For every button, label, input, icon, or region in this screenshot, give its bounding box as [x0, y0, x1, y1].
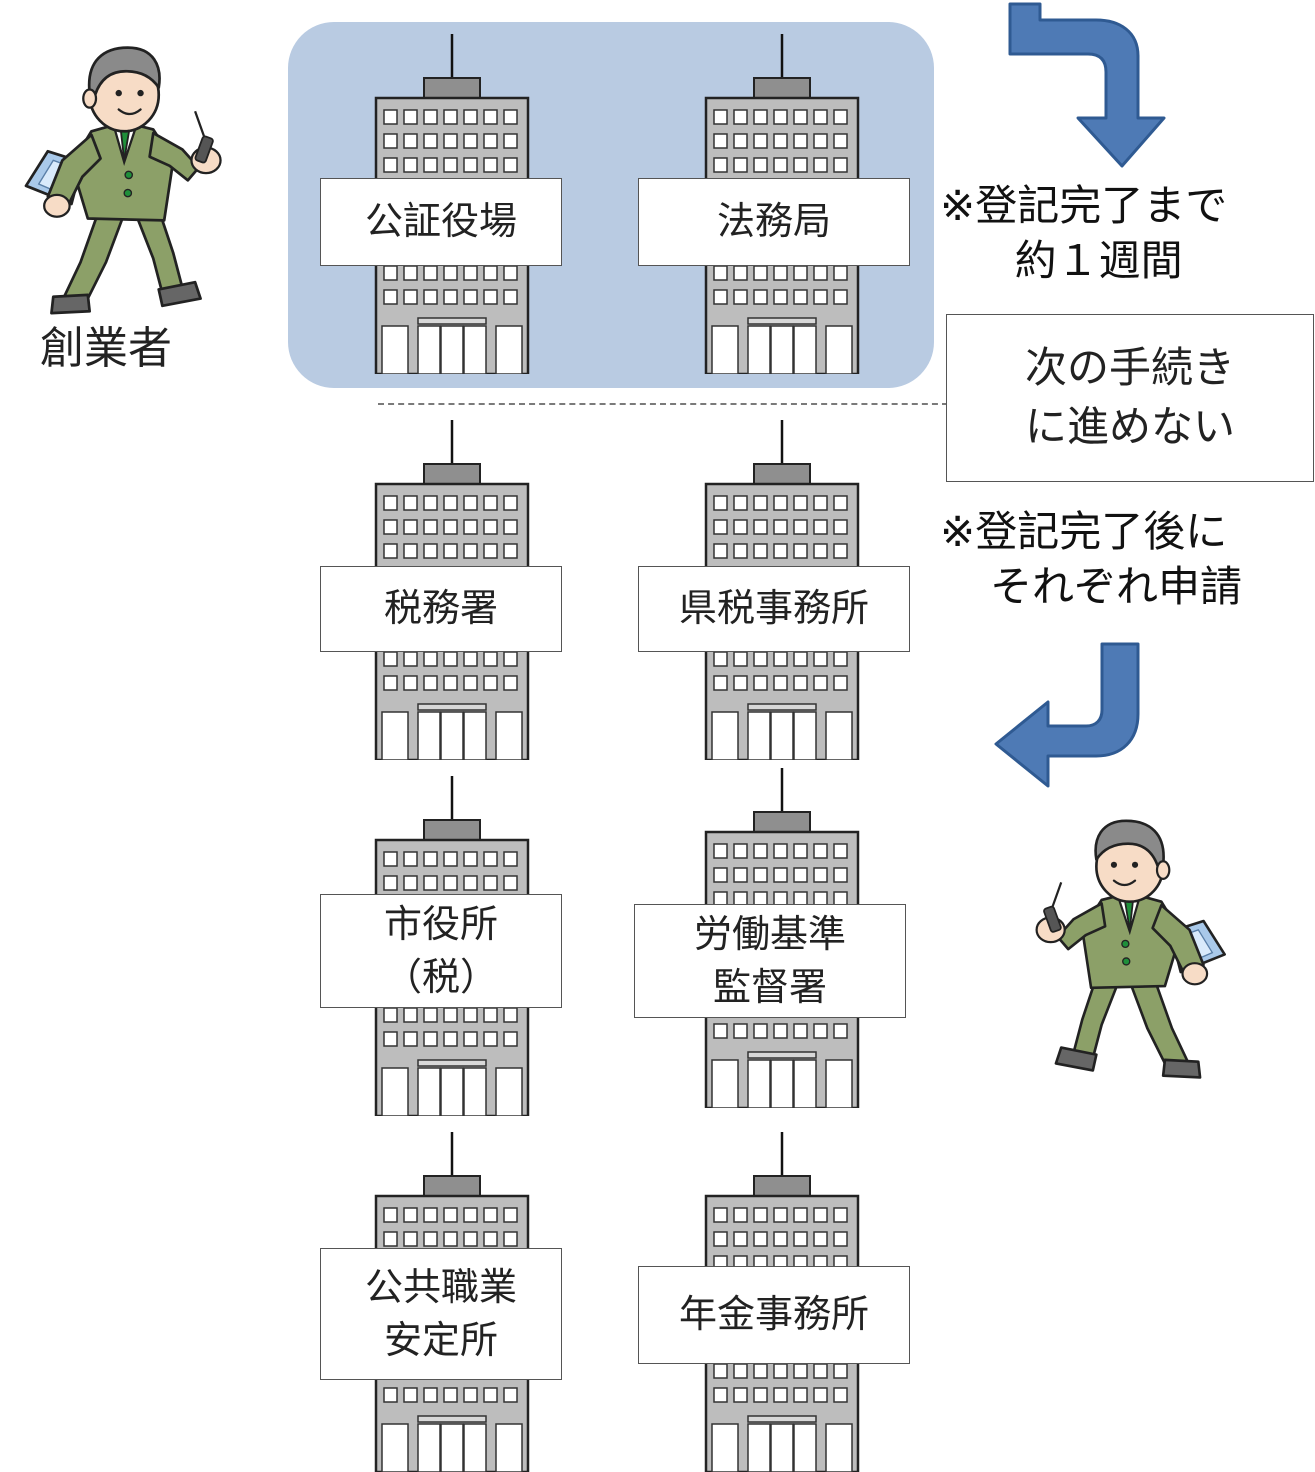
legal-affairs-bureau-label: 法務局: [638, 178, 910, 266]
businessman-icon: [1008, 798, 1248, 1088]
curved-down-arrow-icon: [1008, 2, 1166, 168]
after-registration-note: ※登記完了後に それぞれ申請: [940, 507, 1243, 612]
registration-time-note: ※登記完了まで 約１週間: [940, 181, 1228, 286]
businessman-icon: [6, 24, 246, 324]
curved-left-arrow-icon: [994, 642, 1140, 788]
founder-label: 創業者: [40, 323, 172, 374]
founder-figure-applying: [1008, 798, 1248, 1088]
labor-standards-office-label: 労働基準 監督署: [634, 904, 906, 1018]
tax-office-label: 税務署: [320, 566, 562, 652]
city-hall-label: 市役所 （税）: [320, 894, 562, 1008]
founder-figure: [6, 24, 246, 324]
blocked-notice: 次の手続き に進めない: [946, 314, 1314, 482]
stage-separator: [378, 403, 948, 405]
prefectural-tax-office-label: 県税事務所: [638, 566, 910, 652]
pension-office-label: 年金事務所: [638, 1266, 910, 1364]
employment-security-office-label: 公共職業 安定所: [320, 1248, 562, 1380]
notary-office-label: 公証役場: [320, 178, 562, 266]
